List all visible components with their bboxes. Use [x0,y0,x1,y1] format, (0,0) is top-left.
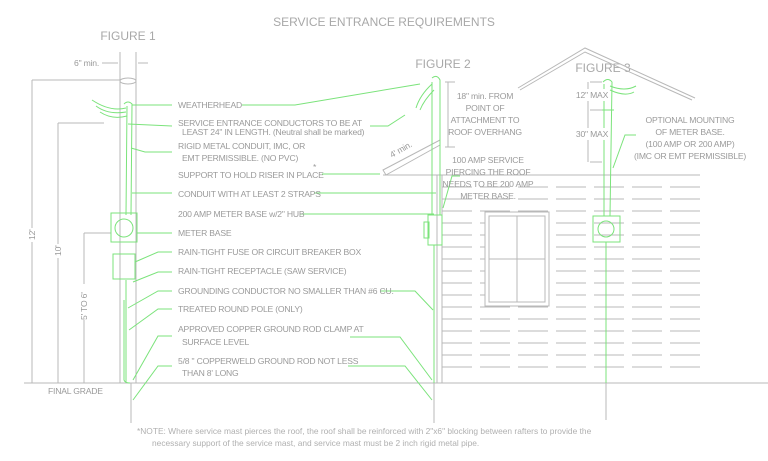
label-support: SUPPORT TO HOLD RISER IN PLACE [178,170,324,180]
diagram-title: SERVICE ENTRANCE REQUIREMENTS [273,15,495,29]
optional-2: OF METER BASE. [655,127,724,137]
final-grade-label: FINAL GRADE [48,386,103,396]
optional-1: OPTIONAL MOUNTING [646,115,735,125]
dim-12-max: 12" MAX [576,90,609,100]
label-meter-base: METER BASE [178,228,232,238]
figure-2: 18" min. FROM POINT OF ATTACHMENT TO ROO… [388,75,534,423]
figure-1-title: FIGURE 1 [100,29,156,43]
label-conductors-1: SERVICE ENTRANCE CONDUCTORS TO BE AT [178,118,363,128]
label-fuse-box: RAIN-TIGHT FUSE OR CIRCUIT BREAKER BOX [178,247,362,257]
label-ground-rod-1: 5/8 " COPPERWELD GROUND ROD NOT LESS [178,356,359,366]
footnote-line-2: necessary support of the service mast, a… [152,438,479,448]
optional-4: (IMC OR EMT PERMISSIBLE) [634,151,746,161]
figure-3: 12" MAX 30" MAX OPTIONAL MOUNTING OF MET… [570,79,747,420]
service-note-4: METER BASE. [460,191,516,201]
label-ground-rod-2: THAN 8' LONG [182,368,239,378]
label-conduit-straps: CONDUIT WITH AT LEAST 2 STRAPS [178,189,321,199]
width-dim-label: 6" min. [74,58,99,68]
label-rigid-conduit-2: EMT PERMISSIBLE. (NO PVC) [182,153,298,163]
label-grounding-conductor: GROUNDING CONDUCTOR NO SMALLER THAN #6 C… [178,286,394,296]
service-note-3: NEEDS TO BE 200 AMP [443,179,534,189]
footnote-line-1: *NOTE: Where service mast pierces the ro… [137,426,592,436]
label-ground-clamp-2: SURFACE LEVEL [182,337,250,347]
figure-3-title: FIGURE 3 [575,61,631,75]
label-conductors-2: LEAST 24" IN LENGTH. (Neutral shall be m… [182,127,365,137]
dim-5-to-6ft: 5' TO 6' [79,292,89,320]
service-note-1: 100 AMP SERVICE [452,155,524,165]
figure-1: 6" min. 12' 10' 5' TO 6' WEAT [22,52,436,423]
figure-2-title: FIGURE 2 [415,57,471,71]
dim-4ft: 4' min. [388,139,413,159]
dim-18-line-3: ATTACHMENT TO [451,115,520,125]
service-note-2: PIERCING THE ROOF [446,167,531,177]
dim-18-line-4: ROOF OVERHANG [448,127,522,137]
dim-18-line-1: 18" min. FROM [457,91,513,101]
label-treated-pole: TREATED ROUND POLE (ONLY) [178,304,303,314]
asterisk: * [313,162,317,172]
dim-12ft: 12' [27,229,37,240]
dim-18-line-2: POINT OF [466,103,505,113]
label-weatherhead: WEATHERHEAD [178,100,242,110]
dim-30-max: 30" MAX [576,129,609,139]
optional-3: (100 AMP OR 200 AMP) [646,139,735,149]
label-receptacle: RAIN-TIGHT RECEPTACLE (SAW SERVICE) [178,266,347,276]
dim-10ft: 10' [53,245,63,256]
label-rigid-conduit-1: RIGID METAL CONDUIT, IMC, OR [178,141,305,151]
house [382,47,700,383]
label-ground-clamp-1: APPROVED COPPER GROUND ROD CLAMP AT [178,324,365,334]
label-200amp-meter: 200 AMP METER BASE w/2" HUB [178,209,305,219]
